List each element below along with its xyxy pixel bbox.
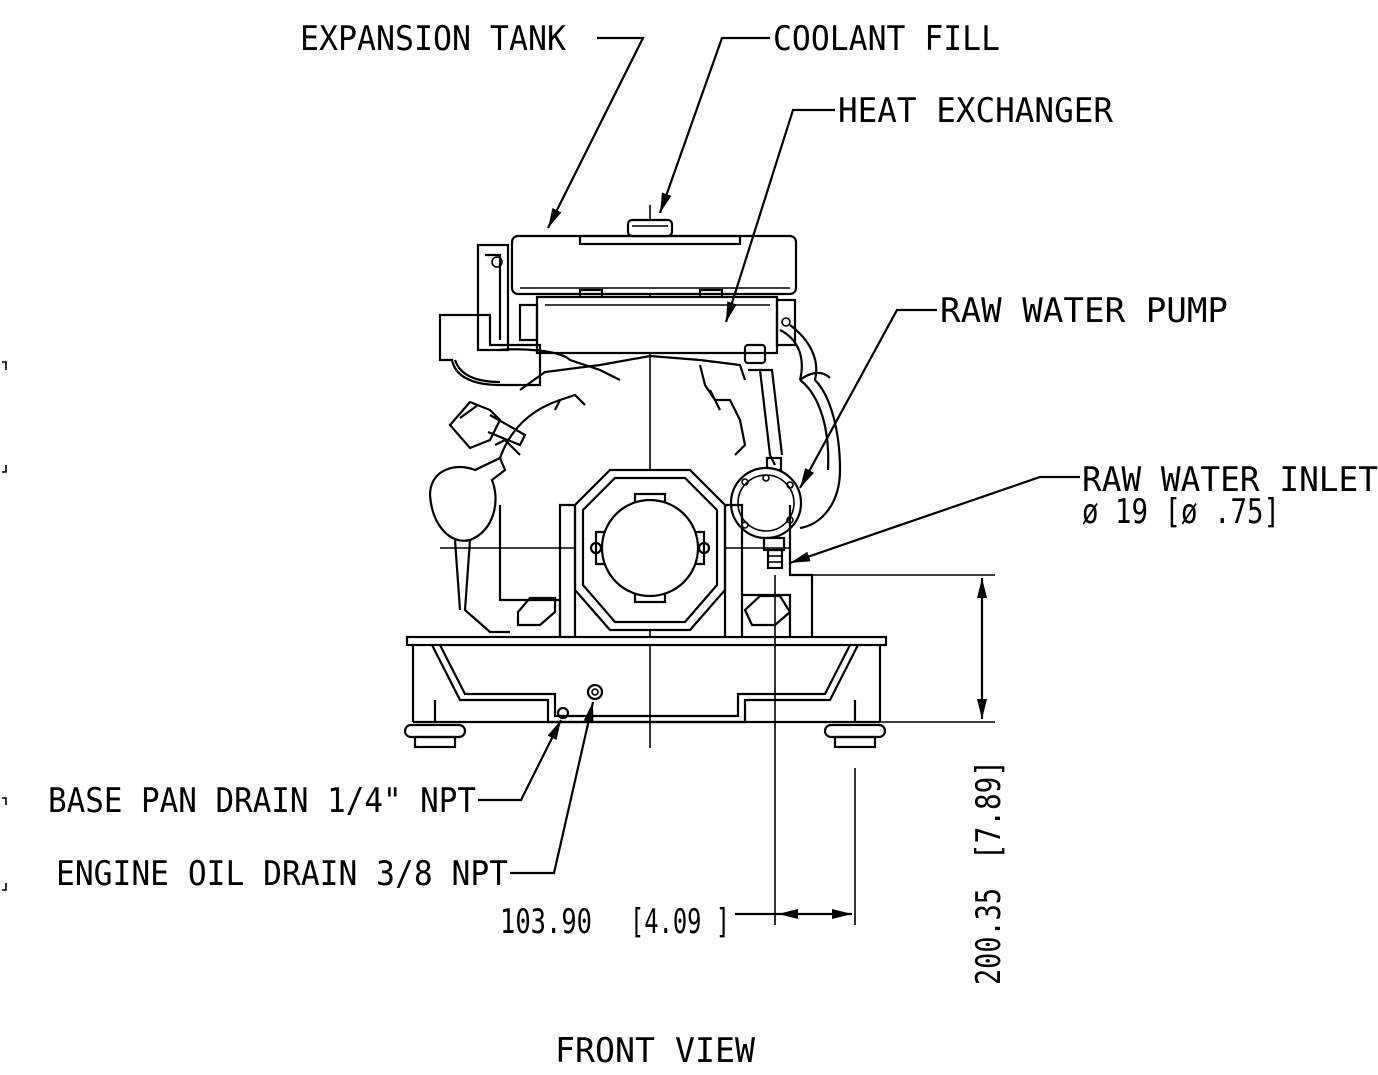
flywheel-housing bbox=[573, 468, 727, 632]
vertical-dimension-mm: 200.35 bbox=[969, 888, 1009, 985]
engine-outline bbox=[428, 205, 842, 748]
expansion-tank-label: EXPANSION TANK bbox=[300, 19, 566, 59]
heat-exchanger-label: HEAT EXCHANGER bbox=[838, 91, 1114, 131]
left-foot bbox=[403, 700, 467, 749]
raw-water-inlet-label: RAW WATER INLET bbox=[1082, 460, 1378, 500]
dimension-lines bbox=[2, 361, 995, 925]
leader-lines bbox=[478, 36, 1080, 875]
base-pan-drain-fitting bbox=[556, 706, 570, 720]
horizontal-dimension-mm: 103.90 bbox=[500, 902, 592, 942]
raw-water-pump-label: RAW WATER PUMP bbox=[940, 291, 1228, 331]
right-foot bbox=[823, 700, 887, 749]
raw-water-inlet-size-label: ø 19 [ø .75] bbox=[1082, 492, 1280, 532]
base-pan bbox=[403, 635, 888, 749]
expansion-tank bbox=[510, 218, 798, 296]
base-pan-drain-label: BASE PAN DRAIN 1/4" NPT bbox=[48, 781, 476, 821]
horizontal-dimension-in: [4.09 ] bbox=[630, 902, 730, 942]
raw-water-pump bbox=[729, 466, 803, 570]
vertical-dimension-in: [7.89] bbox=[969, 760, 1009, 860]
engine-oil-drain-fitting bbox=[586, 683, 604, 701]
coolant-fill-label: COOLANT FILL bbox=[773, 19, 1000, 59]
engine-oil-drain-label: ENGINE OIL DRAIN 3/8 NPT bbox=[56, 854, 508, 894]
view-title: FRONT VIEW bbox=[555, 1031, 756, 1071]
